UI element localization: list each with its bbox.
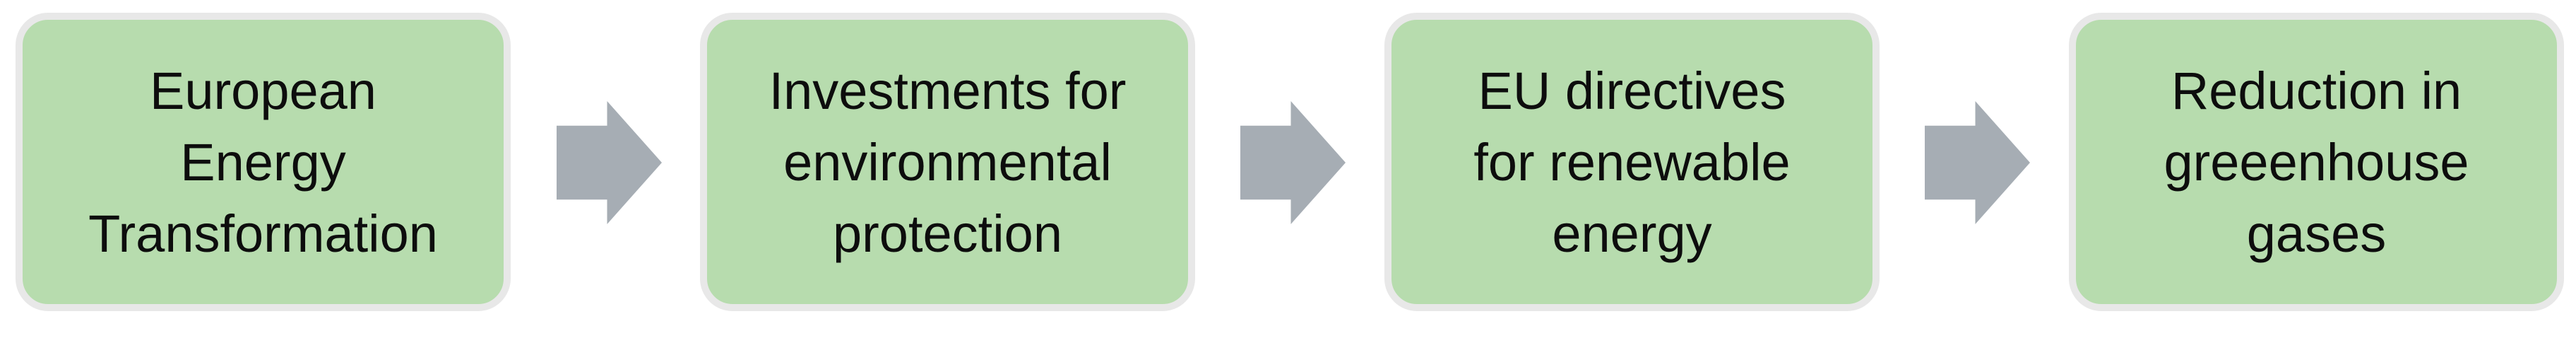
process-step-european-energy-transformation: European Energy Transformation [16,13,511,311]
process-step-reduction-greenhouse-gases: Reduction in greeenhouse gases [2069,13,2564,311]
step-label-line: European [150,61,376,120]
process-step-eu-directives-renewable-energy: EU directives for renewable energy [1384,13,1880,311]
step-label-line: for renewable [1473,132,1791,192]
step-label-line: Energy [180,132,346,192]
step-label-line: energy [1552,204,1712,263]
flow-arrow-icon [1240,101,1346,224]
step-label-line: protection [833,204,1062,263]
step-label-line: gases [2246,204,2387,263]
step-label-line: greeenhouse [2164,132,2469,192]
step-label-line: Reduction in [2171,61,2462,120]
step-label-line: environmental [783,132,1112,192]
step-label-line: Transformation [88,204,438,263]
step-label-line: EU directives [1478,61,1786,120]
flow-arrow-icon [557,101,662,224]
flow-arrow-icon [1925,101,2030,224]
process-step-investments-environmental-protection: Investments for environmental protection [700,13,1195,311]
step-label-line: Investments for [768,61,1127,120]
